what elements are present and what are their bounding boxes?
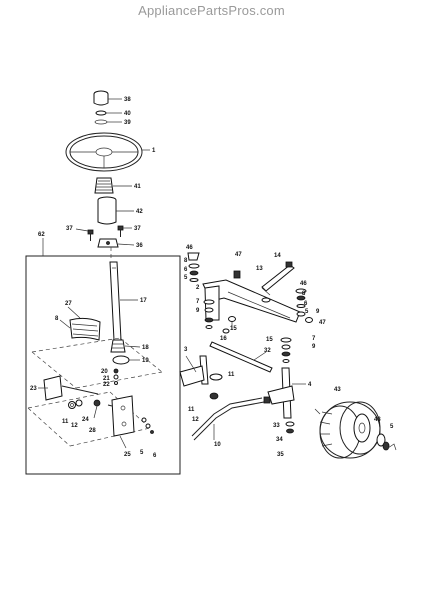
pivot-bracket-23	[38, 375, 99, 401]
axle-2	[202, 279, 301, 323]
callout-39: 39	[124, 120, 131, 126]
spindle-3-left	[179, 355, 223, 400]
callout-14: 14	[274, 253, 281, 259]
callout-8-mid: 8	[184, 258, 188, 264]
spindle-right-parts	[280, 288, 313, 363]
steering-shaft-17	[109, 261, 138, 341]
callout-43-upper: 43	[334, 387, 341, 393]
bushing-42	[97, 196, 134, 225]
callout-1: 1	[152, 148, 156, 154]
steering-wheel	[65, 132, 150, 172]
callout-11-left: 11	[62, 419, 69, 425]
callout-8-left: 8	[55, 316, 59, 322]
callout-17: 17	[140, 298, 147, 304]
callout-62: 62	[38, 232, 45, 238]
tie-rod-10	[191, 396, 271, 441]
callout-27: 27	[65, 301, 72, 307]
assembly-frame	[25, 238, 181, 475]
callout-38: 38	[124, 97, 131, 103]
callout-21: 21	[103, 376, 110, 382]
bolt-47-15-16	[222, 270, 241, 334]
callout-3: 3	[184, 347, 188, 353]
callout-6-right: 6	[304, 301, 308, 307]
bracket-36	[97, 238, 135, 248]
washers-11-12-24	[68, 399, 101, 419]
callout-24: 24	[82, 417, 89, 423]
callout-32: 32	[264, 348, 271, 354]
callout-47-top: 47	[235, 252, 242, 258]
sector-27	[59, 306, 101, 341]
callout-41: 41	[134, 184, 141, 190]
callout-40: 40	[124, 111, 131, 117]
fasteners-7-9-left	[203, 299, 215, 329]
callout-33: 33	[273, 423, 280, 429]
callout-34: 34	[276, 437, 283, 443]
callout-7-left: 7	[196, 299, 200, 305]
mounting-plate-25	[107, 395, 135, 449]
pin-13-14	[261, 261, 295, 303]
callout-8-right: 8	[302, 291, 306, 297]
callout-36: 36	[136, 243, 143, 249]
ring-39	[94, 119, 122, 125]
spindle-4-right	[267, 367, 306, 434]
callout-11-mid: 11	[228, 372, 235, 378]
callout-2: 2	[196, 285, 200, 291]
callout-46-left: 46	[186, 245, 193, 251]
callout-5-mid: 5	[184, 275, 188, 281]
spindle-left-parts	[187, 252, 200, 282]
callout-15-right: 15	[266, 337, 273, 343]
gear-41	[94, 177, 132, 194]
callout-9-right-top: 9	[316, 309, 320, 315]
screws-37	[75, 225, 132, 241]
callout-12-low: 12	[192, 417, 199, 423]
drag-link-32	[209, 341, 273, 373]
callout-19: 19	[142, 358, 149, 364]
callout-9-left: 9	[196, 308, 200, 314]
callout-5-hub: 5	[390, 424, 394, 430]
watermark-text: AppliancePartsPros.com	[138, 3, 285, 18]
callout-7-right: 7	[312, 336, 316, 342]
pinion-parts-18-22	[110, 339, 141, 385]
callout-15-left: 15	[230, 326, 237, 332]
hub-parts-43-5	[376, 433, 397, 451]
wheel-tire	[314, 401, 381, 459]
callout-5-lower: 5	[140, 450, 144, 456]
callout-5-right: 5	[305, 309, 309, 315]
callout-20: 20	[101, 369, 108, 375]
callout-9-right: 9	[312, 344, 316, 350]
callout-23: 23	[30, 386, 37, 392]
callout-25: 25	[124, 452, 131, 458]
callout-46-right: 46	[300, 281, 307, 287]
callout-37-left: 37	[66, 226, 73, 232]
callout-11-low: 11	[188, 407, 195, 413]
callout-12-left: 12	[71, 423, 78, 429]
callout-6-mid: 6	[184, 267, 188, 273]
callout-43-lower: 43	[374, 417, 381, 423]
callout-16: 16	[220, 336, 227, 342]
callout-6-lower: 6	[153, 453, 157, 459]
callout-13: 13	[256, 266, 263, 272]
callout-10: 10	[214, 442, 221, 448]
callout-4: 4	[308, 382, 312, 388]
callout-35: 35	[277, 452, 284, 458]
steering-cap	[93, 90, 122, 106]
callout-22: 22	[103, 382, 110, 388]
washer-40	[95, 110, 122, 116]
callout-37-right: 37	[134, 226, 141, 232]
callout-47-right: 47	[319, 320, 326, 326]
callout-42: 42	[136, 209, 143, 215]
bolts-5-6-lower	[141, 417, 154, 434]
callout-28: 28	[89, 428, 96, 434]
callout-18: 18	[142, 345, 149, 351]
